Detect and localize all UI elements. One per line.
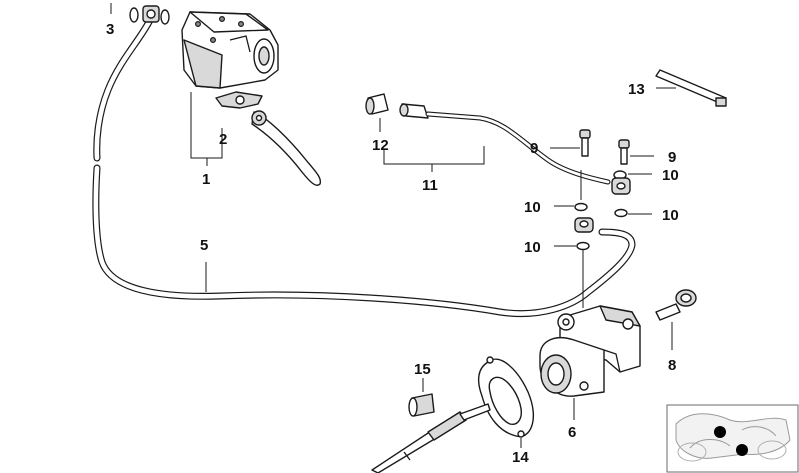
callout-13: 13	[628, 81, 645, 98]
callout-10-upper-right: 10	[662, 167, 679, 184]
callout-6: 6	[568, 424, 576, 441]
hose-banjo-fitting[interactable]	[129, 5, 170, 25]
callout-labels: 1 2 3 5 6 8 9 9 10 10 10 10 11 12 13 14 …	[106, 21, 679, 466]
banjo-fitting-lower[interactable]	[574, 217, 594, 233]
slave-cylinder-gasket[interactable]	[477, 356, 535, 438]
clutch-master-cylinder[interactable]	[181, 11, 279, 89]
callout-10-lower-left: 10	[524, 239, 541, 256]
pushrod[interactable]	[371, 403, 491, 473]
hollow-bolt-right[interactable]	[618, 139, 630, 165]
callout-5: 5	[200, 237, 208, 254]
callout-11: 11	[422, 177, 438, 194]
seal-ring[interactable]	[576, 241, 590, 251]
callout-9-right: 9	[668, 149, 676, 166]
callout-8: 8	[668, 357, 676, 374]
seal-ring[interactable]	[574, 202, 588, 212]
bush[interactable]	[408, 393, 435, 417]
callout-14: 14	[512, 449, 529, 466]
banjo-fitting-upper[interactable]	[611, 170, 631, 195]
leader-lines	[110, 3, 676, 448]
callout-15: 15	[414, 361, 431, 378]
callout-12: 12	[372, 137, 389, 154]
hollow-bolt-left[interactable]	[579, 129, 591, 157]
locator-dot-handlebar	[714, 426, 726, 438]
cable-tie[interactable]	[655, 69, 727, 107]
motorcycle-silhouette-icon	[675, 413, 791, 462]
callout-10-middle-right: 10	[662, 207, 679, 224]
callout-2: 2	[219, 131, 227, 148]
clutch-slave-cylinder[interactable]	[539, 305, 641, 397]
clutch-pipe[interactable]	[399, 103, 611, 185]
clutch-lever[interactable]	[215, 91, 322, 186]
locator-dot-engine	[736, 444, 748, 456]
seal-ring[interactable]	[614, 208, 628, 218]
hose-nipple[interactable]	[365, 93, 389, 115]
slave-cylinder-bolt[interactable]	[655, 289, 697, 321]
callout-10-middle-left: 10	[524, 199, 541, 216]
callout-1: 1	[202, 171, 210, 188]
callout-3: 3	[106, 21, 114, 38]
clutch-hose[interactable]	[92, 16, 636, 318]
locator-thumbnail[interactable]	[666, 404, 799, 473]
callout-9-left: 9	[530, 140, 538, 157]
